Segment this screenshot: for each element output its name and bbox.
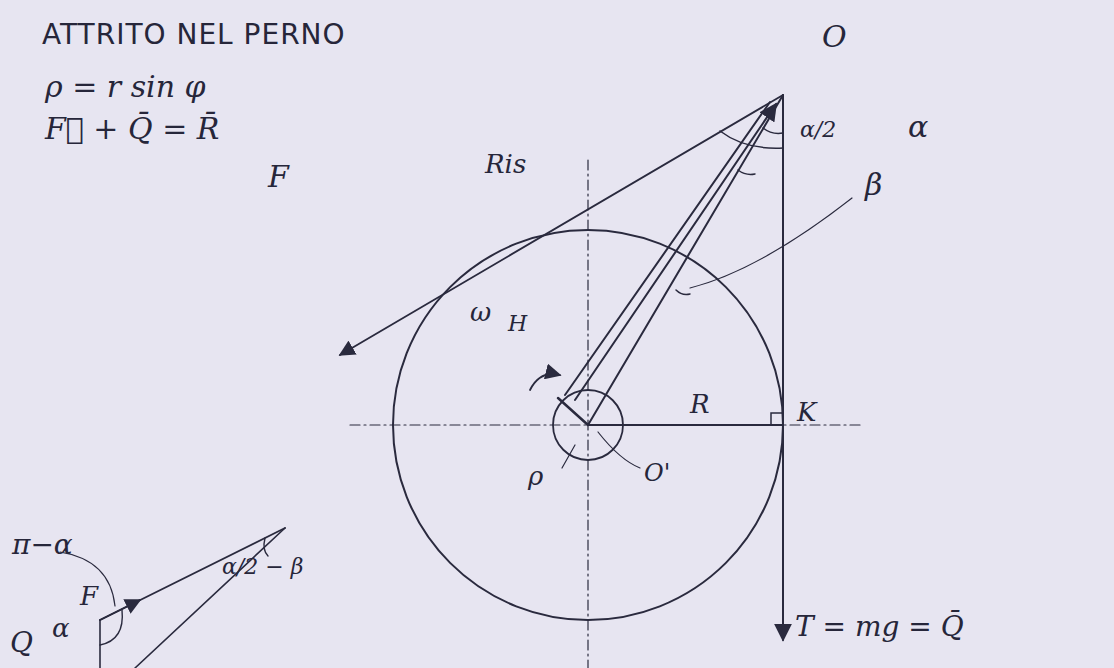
sketch-label: F <box>268 160 289 193</box>
leader-line <box>690 198 852 288</box>
rope-force <box>782 95 784 640</box>
rotation-arrow <box>530 374 560 390</box>
inset-line <box>99 620 101 668</box>
axis-line <box>350 424 860 425</box>
sketch-label: α <box>908 110 928 143</box>
angle-arc <box>738 170 755 175</box>
sketch-label: Ris <box>485 150 526 179</box>
reaction-force <box>575 104 776 400</box>
leader-line <box>562 445 575 468</box>
lever-line <box>558 398 588 425</box>
sketch-label: O' <box>644 460 670 486</box>
leader-line <box>598 432 640 468</box>
sketch-label: α/2 − β <box>222 555 303 579</box>
sketch-label: R <box>690 390 710 419</box>
sketch-label: β <box>865 168 882 201</box>
sketch-label: Q <box>10 628 33 659</box>
sketch-label: H <box>508 312 527 336</box>
sketch-label: K <box>797 398 816 427</box>
angle-arc <box>100 610 122 645</box>
sketch-label: α <box>52 614 70 643</box>
sketch-label: O <box>822 20 847 53</box>
right-angle-mark <box>771 413 783 425</box>
inset-line <box>135 528 285 668</box>
title: ATTRITO NEL PERNO <box>42 18 346 51</box>
sketch-label: F⃗ + Q̄ = R̄ <box>45 112 219 145</box>
wheel-circle <box>393 230 783 620</box>
sketch-label: T = mg = Q̄ <box>795 612 964 643</box>
radius-line <box>588 424 783 426</box>
sketch-label: π−α <box>12 530 73 561</box>
sketch-label: ρ = r sin φ <box>45 70 206 103</box>
sketch-label: F <box>80 582 98 611</box>
axis-line <box>587 160 588 668</box>
angle-arc <box>264 538 268 556</box>
angle-arc <box>763 128 783 133</box>
sketch-label: ρ <box>528 462 543 491</box>
force-line <box>340 95 783 355</box>
center-line <box>588 95 783 425</box>
angle-arc <box>676 290 690 295</box>
reaction-line <box>565 102 770 395</box>
sketch-label: α/2 <box>800 118 836 142</box>
sketch-label: ω <box>470 298 491 327</box>
force-arrow <box>100 600 140 620</box>
